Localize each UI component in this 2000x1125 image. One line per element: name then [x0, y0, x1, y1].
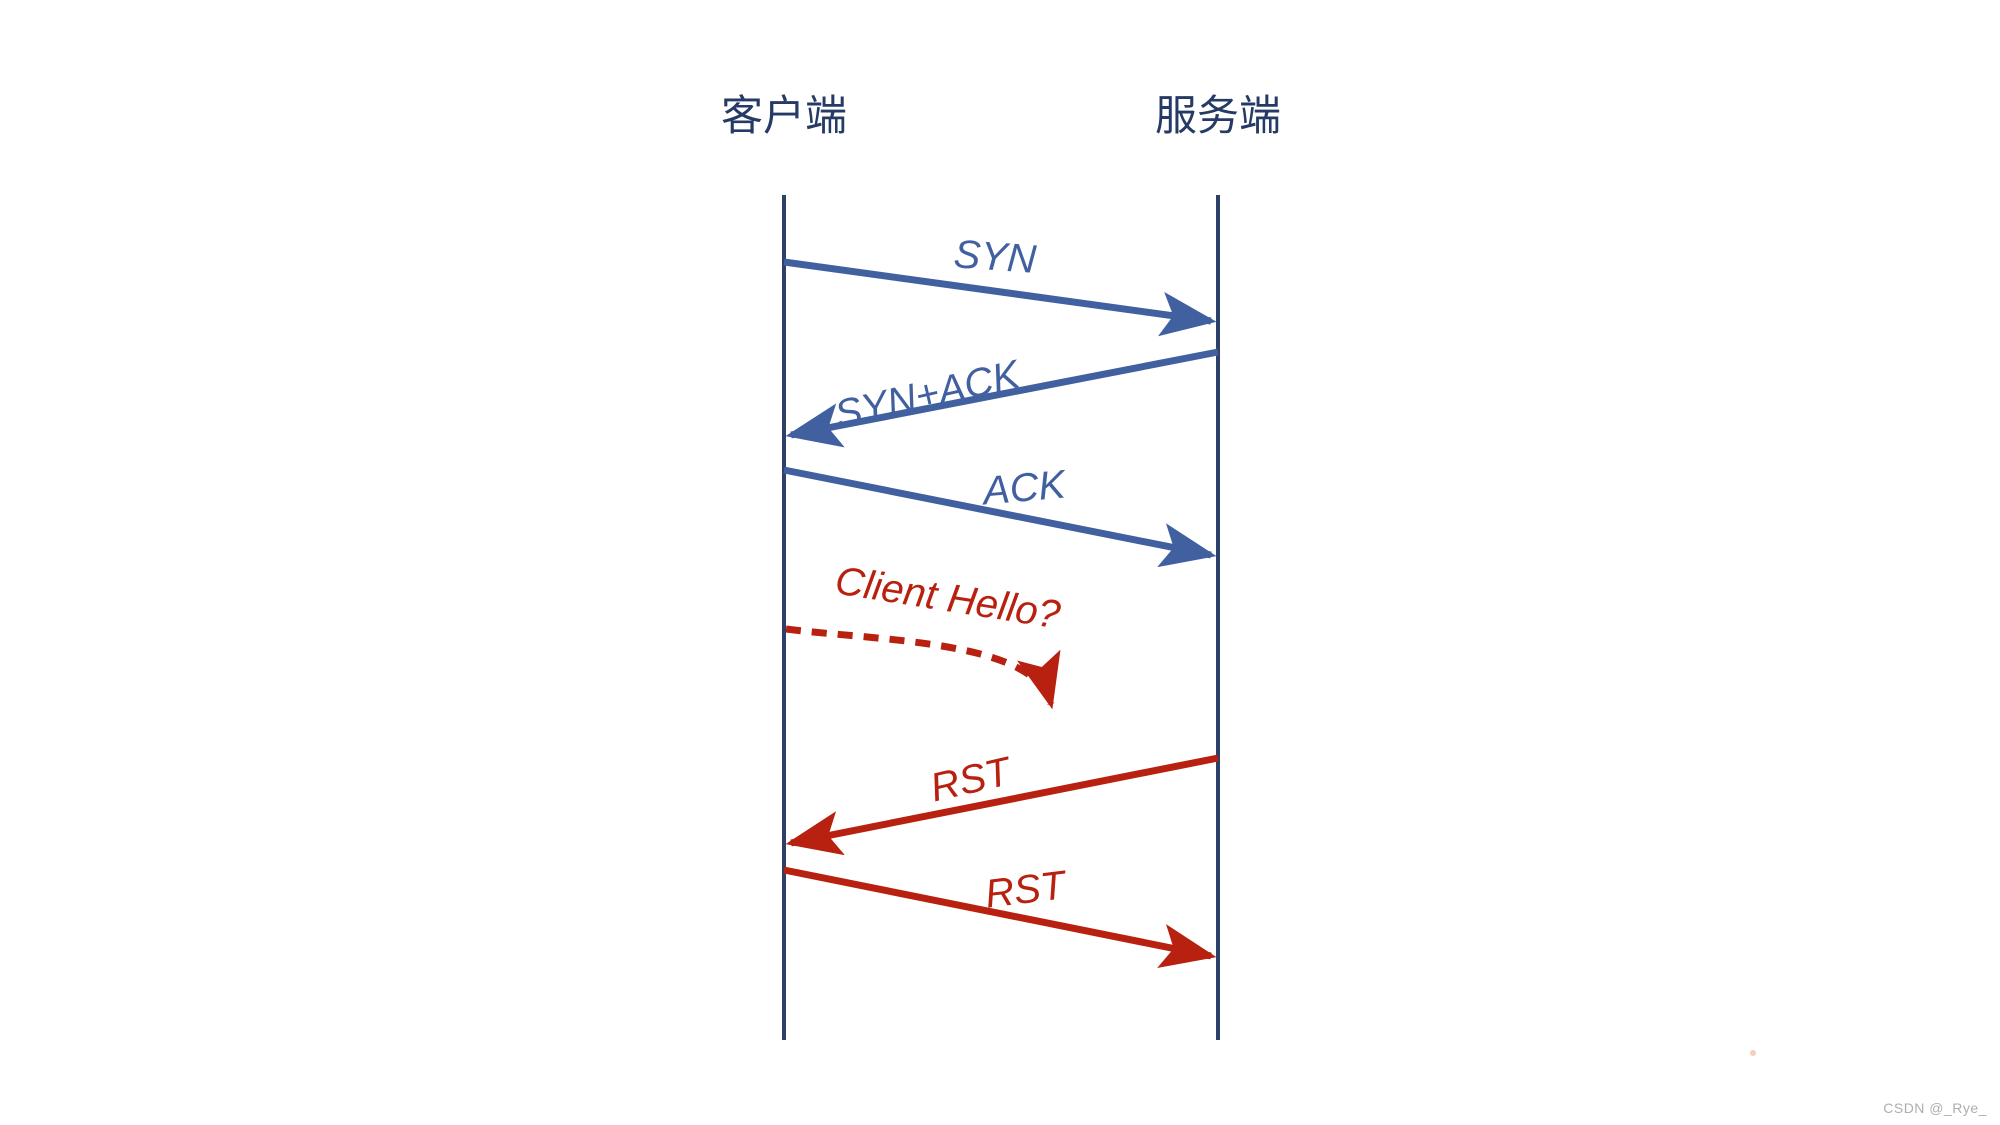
message-syn: SYN: [783, 232, 1217, 337]
client-hello-label: Client Hello?: [832, 559, 1064, 638]
syn-ack-label: SYN+ACK: [831, 352, 1026, 438]
syn-ack-arrow: [785, 348, 1219, 448]
message-client-hello: Client Hello?: [785, 559, 1064, 710]
artifact-dot: [1750, 1050, 1756, 1056]
ack-label: ACK: [979, 462, 1069, 513]
actor-label-server: 服务端: [1155, 92, 1281, 139]
message-rst-1: RST: [785, 749, 1219, 856]
syn-label: SYN: [952, 232, 1037, 282]
message-ack: ACK: [783, 462, 1217, 568]
client-hello-dashed-arrow: [785, 625, 1061, 710]
actor-label-client: 客户端: [721, 92, 847, 139]
ack-arrow: [783, 466, 1217, 568]
syn-arrow: [783, 258, 1217, 337]
rst-2-label: RST: [983, 863, 1070, 917]
rst-2-arrow: [783, 866, 1217, 969]
rst-1-arrow: [785, 754, 1219, 856]
message-syn-ack: SYN+ACK: [785, 348, 1219, 448]
message-rst-2: RST: [783, 863, 1217, 969]
watermark-text: CSDN @_Rye_: [1883, 1100, 1987, 1116]
